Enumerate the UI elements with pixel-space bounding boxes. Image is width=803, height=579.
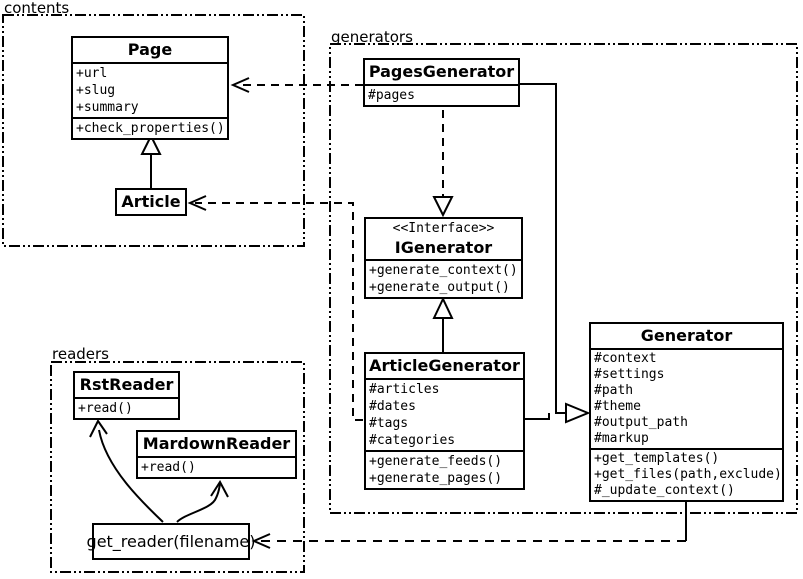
class-methods: +read() (138, 456, 295, 477)
member-line: #_update_context() (594, 483, 735, 498)
class-attributes: #articles #dates #tags #categories (366, 378, 523, 450)
inheritance-line-articlegenerator-to-generator (525, 413, 550, 420)
member-line: +read() (78, 401, 133, 416)
class-box-generator: Generator #context#settings#path#theme#o… (589, 322, 784, 502)
class-methods: +generate_context() +generate_output() (366, 259, 521, 297)
member-line: #output_path (594, 415, 688, 430)
package-border-generators (329, 43, 798, 514)
class-methods: +get_templates()+get_files(path,exclude)… (591, 448, 782, 500)
member-line: +url (76, 66, 108, 81)
class-methods: +generate_feeds() +generate_pages() (366, 450, 523, 488)
class-attributes: #context#settings#path#theme#output_path… (591, 348, 782, 448)
class-title: MardownReader (142, 434, 291, 453)
open-arrowhead-icon (230, 77, 250, 93)
member-line: #context (594, 351, 657, 366)
package-label-generators: generators (331, 28, 413, 46)
class-title: Article (121, 192, 181, 211)
member-line: #markup (594, 431, 649, 446)
member-line: #tags (369, 416, 409, 431)
member-line: #dates (369, 399, 416, 414)
member-line: +generate_context() (369, 263, 518, 278)
member-line: +get_files(path,exclude) (594, 467, 782, 482)
package-label-contents: contents (4, 0, 70, 17)
class-box-page: Page +url +slug +summary +check_properties… (71, 36, 229, 140)
dependency-line-articlegenerator-to-article (195, 202, 363, 421)
member-line: +get_templates() (594, 451, 720, 466)
class-title: PagesGenerator (368, 62, 515, 81)
class-title: ArticleGenerator (369, 356, 520, 375)
package-border-readers (50, 361, 305, 573)
class-methods: +check_properties() (73, 117, 227, 138)
open-arrowhead-icon (251, 533, 271, 549)
open-arrowhead-icon (187, 195, 207, 211)
function-label: get_reader(filename) (86, 532, 256, 551)
member-line: #settings (594, 367, 665, 382)
inheritance-line-pagesgenerator-to-generator (520, 83, 566, 414)
member-line: +check_properties() (76, 121, 225, 136)
arrow-curve-getreader-to-mardownreader (176, 483, 221, 523)
inheritance-triangle-icon (432, 296, 454, 319)
package-border-contents (2, 14, 305, 247)
member-line: +summary (76, 100, 139, 115)
class-box-pagesgenerator: PagesGenerator #pages (363, 58, 520, 107)
realization-triangle-icon (432, 196, 454, 218)
member-line: #path (594, 383, 634, 398)
class-box-article: Article (115, 188, 187, 216)
member-line: #categories (369, 433, 456, 448)
member-line: #pages (368, 88, 415, 103)
class-box-rstreader: RstReader +read() (73, 371, 180, 420)
member-line: +generate_feeds() (369, 454, 503, 469)
function-box-get-reader: get_reader(filename) (87, 523, 255, 560)
class-stereotype: <<Interface>> (392, 221, 495, 236)
class-box-igenerator: <<Interface>> IGenerator +generate_conte… (364, 217, 523, 299)
class-attributes: +url +slug +summary (73, 62, 227, 117)
class-title: RstReader (79, 375, 174, 394)
class-box-mardownreader: MardownReader +read() (136, 430, 297, 479)
class-box-articlegenerator: ArticleGenerator #articles #dates #tags #ca… (364, 352, 525, 490)
class-title: IGenerator (394, 238, 493, 257)
class-title: Generator (640, 326, 733, 345)
inheritance-triangle-icon (565, 402, 591, 424)
inheritance-triangle-icon (140, 133, 162, 155)
arrow-curve-getreader-to-rstreader (98, 429, 164, 523)
class-attributes: #pages (365, 84, 518, 105)
member-line: +read() (141, 460, 196, 475)
open-arrowhead-icon (210, 480, 229, 498)
member-line: #theme (594, 399, 641, 414)
class-title: Page (127, 40, 173, 59)
class-methods: +read() (75, 397, 178, 418)
member-line: +slug (76, 83, 116, 98)
package-label-readers: readers (52, 345, 109, 363)
member-line: +generate_pages() (369, 471, 503, 486)
member-line: #articles (369, 382, 440, 397)
member-line: +generate_output() (369, 280, 510, 295)
open-arrowhead-icon (89, 419, 108, 438)
